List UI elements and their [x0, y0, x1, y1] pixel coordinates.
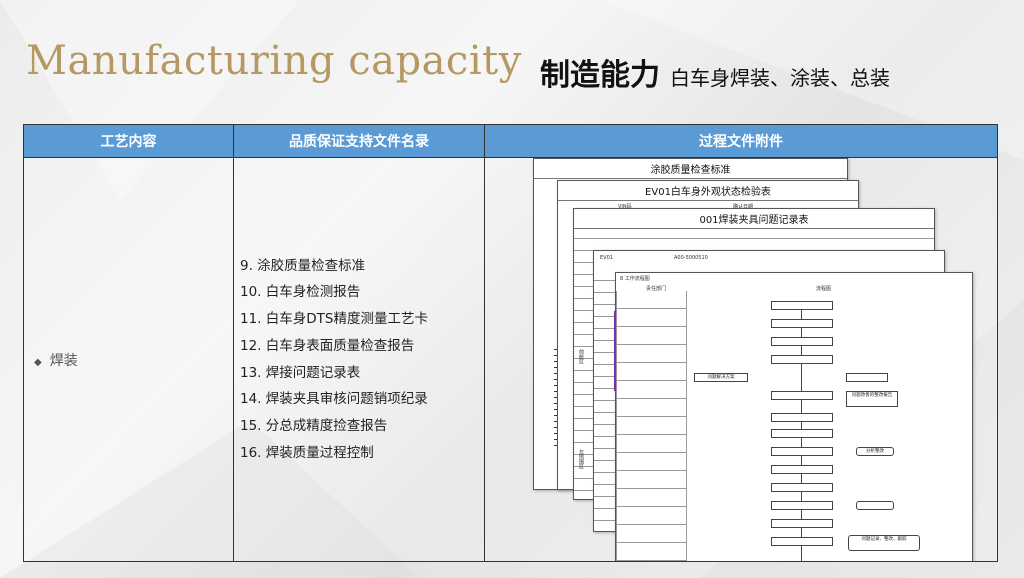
- flow-step: [771, 465, 833, 474]
- code-b: A00-5000510: [674, 255, 708, 261]
- process-cell: ◆ 焊装: [23, 157, 234, 562]
- region-left-label: 左侧围区: [578, 449, 584, 469]
- flow-step: [771, 483, 833, 492]
- region-front-label: 前舱区: [578, 349, 584, 364]
- flow-step: [771, 337, 833, 346]
- page-title-english: Manufacturing capacity: [26, 38, 522, 84]
- code-a: EV01: [600, 255, 613, 261]
- flow-step: [771, 519, 833, 528]
- title-main: 制造能力: [540, 58, 660, 93]
- flow-step-analysis: 分析整改: [856, 447, 894, 456]
- attachment-sheet-flowchart: 8 工作流程图 责任部门 流程图 问题解决方案 问题改善的整改报告: [615, 272, 973, 561]
- flow-step: [771, 319, 833, 328]
- flow-step: [771, 447, 833, 456]
- document-table: 工艺内容 品质保证支持文件名录 过程文件附件 ◆ 焊装 9. 涂胶质量检查标准 1…: [23, 124, 998, 562]
- header-process: 工艺内容: [23, 124, 234, 158]
- flowchart-col-flow: 流程图: [816, 286, 832, 292]
- flow-step: [771, 301, 833, 310]
- document-item: 9. 涂胶质量检查标准: [240, 257, 366, 274]
- process-label: 焊装: [49, 352, 78, 369]
- flow-step: [771, 355, 833, 364]
- page-title-chinese: 制造能力白车身焊装、涂装、总装: [540, 50, 890, 94]
- title-sub: 白车身焊装、涂装、总装: [670, 66, 890, 90]
- sheet-title: EV01白车身外观状态检验表: [558, 181, 858, 201]
- flow-step-left: 问题解决方案: [694, 373, 748, 382]
- diamond-bullet-icon: ◆: [34, 356, 42, 368]
- dept-column: [616, 291, 687, 561]
- attachment-preview: 涂胶质量检查标准 EV01白车身外观状态检验表 VIN码 确认日期 001焊装夹…: [484, 157, 998, 562]
- flow-step: [771, 391, 833, 400]
- document-list: 9. 涂胶质量检查标准 10. 白车身检测报告 11. 白车身DTS精度测量工艺…: [233, 157, 485, 562]
- header-documents: 品质保证支持文件名录: [233, 124, 485, 158]
- document-item: 10. 白车身检测报告: [240, 284, 361, 301]
- vin-label: VIN码: [618, 204, 632, 210]
- document-item: 11. 白车身DTS精度测量工艺卡: [240, 311, 428, 328]
- flow-step-right: [846, 373, 888, 382]
- sheet-title: 涂胶质量检查标准: [534, 159, 847, 179]
- document-item: 12. 白车身表面质量检查报告: [240, 337, 415, 354]
- flow-step-analysis: [856, 501, 894, 510]
- document-item: 16. 焊装质量过程控制: [240, 444, 374, 461]
- header-attachments: 过程文件附件: [484, 124, 998, 158]
- sheet-title: 001焊装夹具问题记录表: [574, 209, 934, 229]
- flow-step: [771, 501, 833, 510]
- flow-step-tracking: 问题记录、整改、跟踪: [848, 535, 920, 551]
- flowchart-col-dept: 责任部门: [646, 286, 667, 292]
- flow-step: [771, 537, 833, 546]
- flow-step-report: 问题改善的整改报告: [846, 391, 898, 407]
- flowchart-section-label: 8 工作流程图: [620, 276, 650, 282]
- document-item: 13. 焊接问题记录表: [240, 364, 361, 381]
- flow-step: [771, 413, 833, 422]
- flow-step: [771, 429, 833, 438]
- document-item: 14. 焊装夹具审核问题销项纪录: [240, 391, 428, 408]
- document-item: 15. 分总成精度捡查报告: [240, 417, 388, 434]
- column-divider: [686, 291, 687, 561]
- date-label: 确认日期: [733, 204, 754, 210]
